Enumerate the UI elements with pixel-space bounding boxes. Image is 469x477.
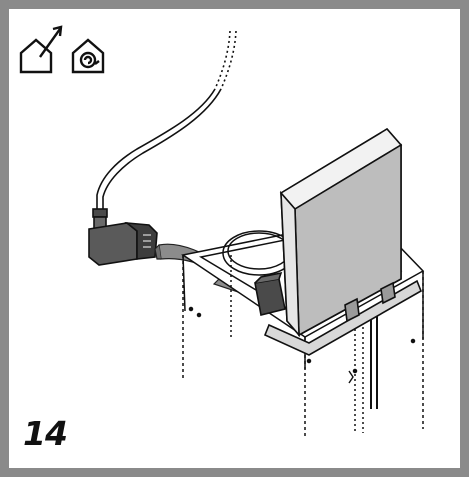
- exhaust-venting-icon: [19, 25, 63, 74]
- power-plug: [88, 208, 158, 266]
- assembly-illustration: [19, 25, 425, 439]
- recirculation-icon: [71, 38, 105, 74]
- step-number: 14: [23, 414, 68, 453]
- motor-housing: [254, 127, 423, 356]
- illustration-panel: 14: [9, 9, 460, 468]
- power-cable: [96, 30, 237, 210]
